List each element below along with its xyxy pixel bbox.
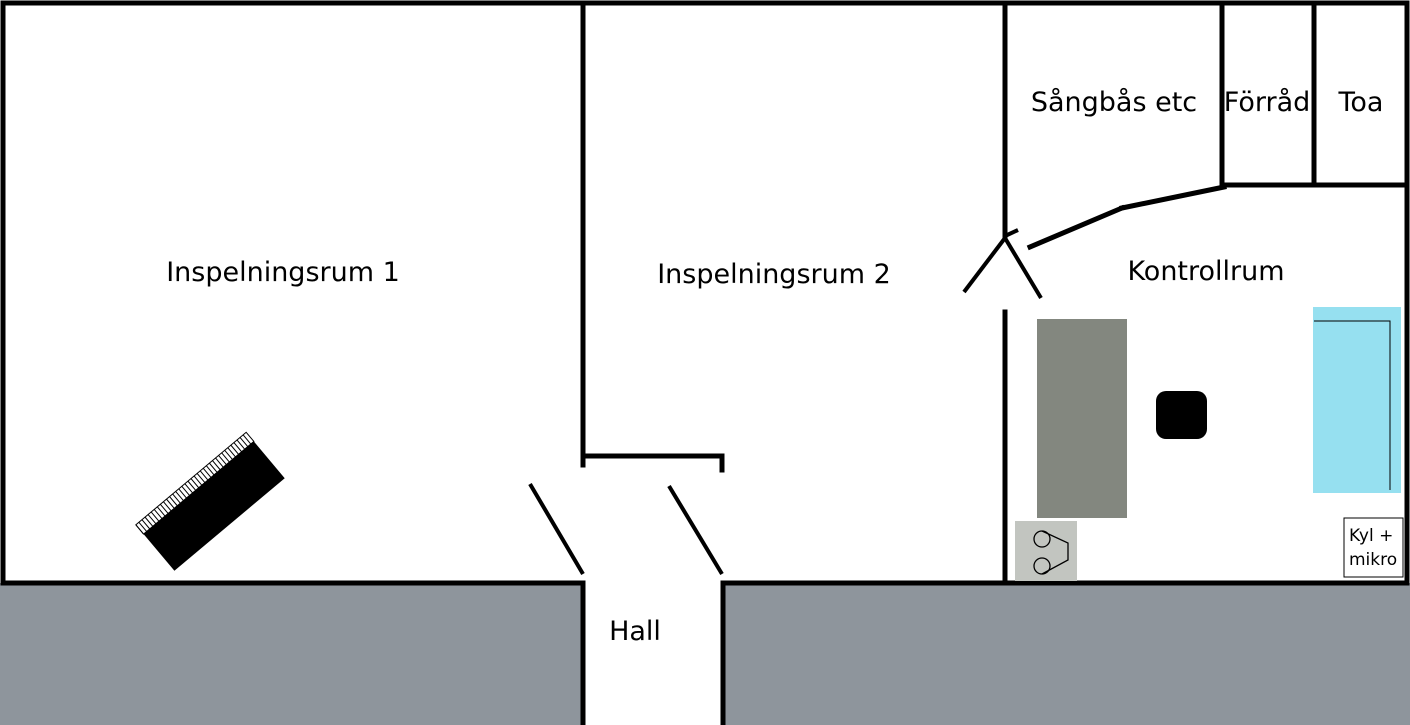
piano-key	[193, 475, 203, 486]
grand-piano-icon	[135, 431, 285, 571]
recording-room-1-label: Inspelningsrum 1	[166, 257, 400, 288]
piano-key	[236, 439, 246, 450]
piano-key	[141, 519, 151, 530]
piano-key	[190, 478, 200, 489]
piano-key	[135, 524, 144, 535]
piano-key	[169, 496, 178, 507]
vocal-booth-label: Sångbås etc	[1031, 87, 1197, 118]
control-room-door-left	[962, 236, 1007, 294]
piano-key	[166, 498, 175, 509]
piano-key	[239, 437, 249, 447]
piano-key	[147, 514, 157, 525]
control-room-door-right	[1003, 236, 1043, 300]
piano-key	[227, 447, 236, 458]
control-room-label: Kontrollrum	[1127, 256, 1284, 287]
piano-key	[138, 521, 148, 532]
fridge-label-line2: mikro	[1349, 550, 1397, 570]
piano-key	[221, 452, 230, 463]
piano-key	[163, 501, 172, 512]
outside-area-left	[0, 583, 583, 725]
piano-key	[224, 449, 233, 460]
piano-key	[202, 467, 212, 478]
piano-key	[209, 462, 218, 473]
toilet-label: Toa	[1338, 87, 1384, 118]
piano-key	[212, 460, 221, 471]
piano-key	[184, 483, 193, 494]
booth-door	[1004, 228, 1019, 238]
sofa	[1313, 307, 1401, 493]
recording-room-2-label: Inspelningsrum 2	[657, 259, 891, 290]
piano-key	[178, 488, 187, 499]
piano-key	[218, 455, 227, 465]
piano-key	[156, 506, 166, 517]
fridge-label-line1: Kyl +	[1349, 526, 1393, 546]
doors	[528, 228, 1043, 576]
piano-key	[242, 434, 252, 445]
piano-key	[215, 457, 224, 468]
mixing-desk	[1037, 319, 1127, 518]
piano-key	[172, 493, 181, 504]
piano-key	[159, 503, 169, 514]
tape-reel-icon	[1015, 521, 1077, 581]
piano-key	[144, 516, 154, 527]
hall-door-left	[528, 482, 585, 576]
hall-label: Hall	[609, 616, 661, 647]
fridge-microwave: Kyl + mikro	[1343, 517, 1404, 578]
storage-label: Förråd	[1224, 87, 1311, 118]
piano-key	[153, 509, 163, 519]
piano-key	[196, 473, 206, 483]
piano-key	[175, 491, 184, 501]
outside-area-right	[723, 583, 1410, 725]
piano-key	[150, 511, 160, 522]
piano-key	[187, 480, 197, 491]
piano-key	[233, 442, 242, 453]
chair-icon	[1156, 391, 1207, 439]
piano-key	[205, 465, 215, 476]
hall-door-right	[667, 484, 724, 576]
piano-key	[181, 485, 190, 496]
piano-key	[199, 470, 209, 481]
piano-key	[230, 444, 239, 455]
